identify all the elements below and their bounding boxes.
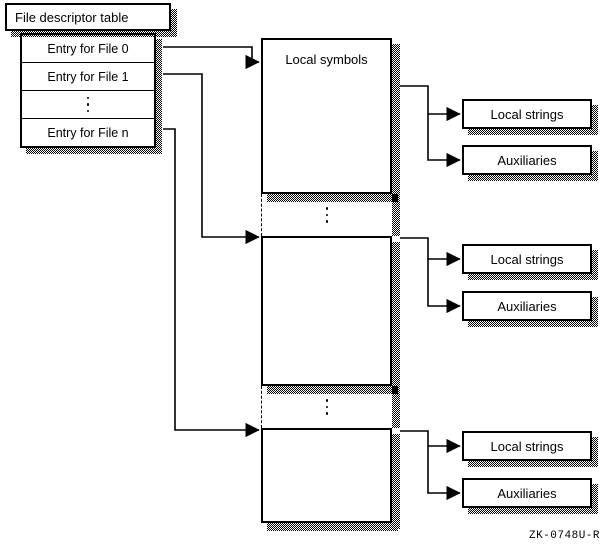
page-title: File descriptor table (15, 9, 129, 25)
connector-entry1-to-symbols2 (163, 73, 260, 245)
branch-group-1 (400, 85, 429, 114)
symbols-1-shadow-right (392, 44, 400, 200)
leaf-label: Local strings (490, 251, 564, 267)
symbols-3-shadow-bottom (267, 523, 398, 531)
leaf-label: Local strings (490, 106, 564, 122)
symbol-table-separator-2 (261, 386, 392, 428)
symbols-2-shadow-bottom (267, 386, 398, 394)
fdt-row-entry-n[interactable]: Entry for File n (22, 119, 154, 146)
symbol-table-label: Local symbols (285, 52, 368, 67)
ellipsis-dot-icon (325, 412, 329, 415)
fdt-row-ellipsis (22, 91, 154, 119)
leaf-local-strings-2[interactable]: Local strings (462, 244, 592, 274)
ellipsis-dot-icon (325, 405, 329, 409)
connector-entry0-to-symbols1 (163, 46, 260, 70)
ellipsis-dot-icon (325, 213, 329, 217)
symbol-table-2[interactable] (261, 236, 392, 386)
ellipsis-dot-icon (86, 109, 90, 113)
leaf-label: Auxiliaries (497, 485, 557, 501)
connector-group1-auxiliaries (427, 114, 461, 168)
leaf-auxiliaries-3[interactable]: Auxiliaries (462, 478, 592, 508)
ellipsis-dot-icon (86, 103, 90, 106)
ellipsis-dot-icon (325, 207, 329, 210)
fdt-row-entry-1[interactable]: Entry for File 1 (22, 63, 154, 91)
ellipsis-dot-icon (325, 220, 329, 223)
fdt-row-label: Entry for File n (47, 125, 129, 140)
file-descriptor-table-title-box: File descriptor table (5, 3, 171, 31)
branch-group-3 (400, 430, 429, 446)
ellipsis-dot-icon (86, 96, 90, 100)
ellipsis-dot-icon (325, 399, 329, 402)
file-descriptor-table-body: Entry for File 0 Entry for File 1 Entry … (20, 33, 156, 148)
branch-group-2 (400, 237, 429, 259)
fdt-row-label: Entry for File 0 (47, 41, 129, 56)
leaf-local-strings-3[interactable]: Local strings (462, 431, 592, 461)
fdt-row-entry-0[interactable]: Entry for File 0 (22, 35, 154, 63)
connector-group2-auxiliaries (427, 259, 461, 314)
leaf-local-strings-1[interactable]: Local strings (462, 99, 592, 129)
symbol-table-3[interactable] (261, 428, 392, 523)
symbol-table-1[interactable]: Local symbols (261, 38, 392, 194)
leaf-auxiliaries-1[interactable]: Auxiliaries (462, 145, 592, 175)
symbol-table-separator-1 (261, 194, 392, 236)
leaf-label: Auxiliaries (497, 152, 557, 168)
symbols-1-shadow-bottom (267, 194, 398, 202)
separator-1-shadow (392, 194, 400, 236)
connector-entryn-to-symbols3 (163, 128, 260, 438)
symbols-2-shadow-right (392, 242, 400, 392)
connector-group3-auxiliaries (427, 446, 461, 501)
symbols-3-shadow-right (392, 434, 400, 529)
figure-caption: ZK-0748U-R (528, 530, 600, 542)
fdt-row-label: Entry for File 1 (47, 69, 129, 84)
leaf-label: Auxiliaries (497, 298, 557, 314)
leaf-label: Local strings (490, 438, 564, 454)
leaf-auxiliaries-2[interactable]: Auxiliaries (462, 291, 592, 321)
separator-2-shadow (392, 386, 400, 428)
